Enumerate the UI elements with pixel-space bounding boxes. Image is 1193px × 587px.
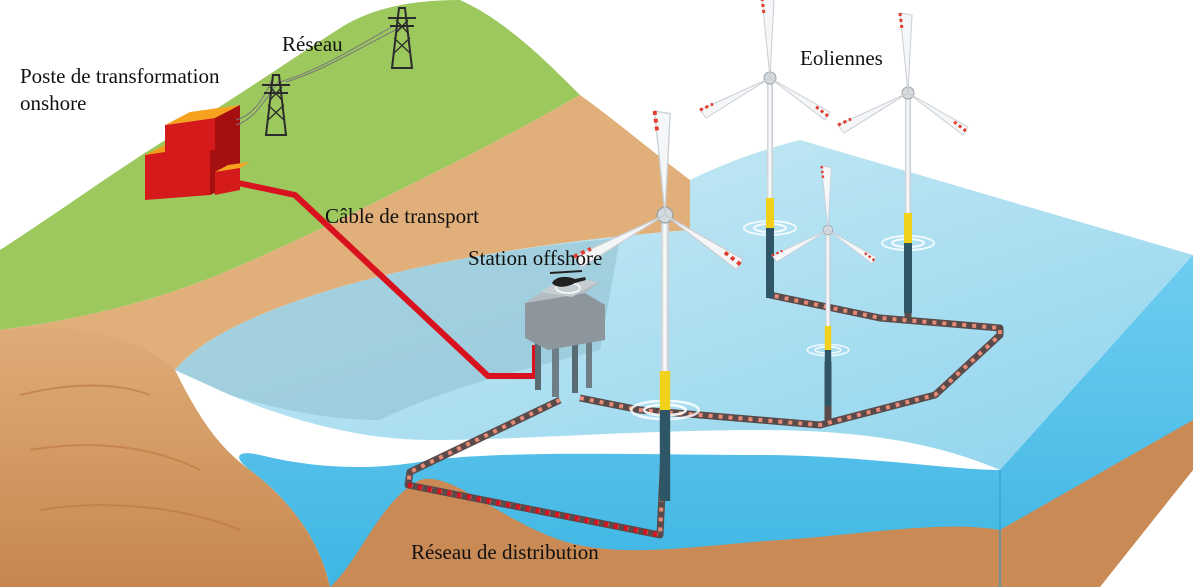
label-onshore: onshore xyxy=(20,91,87,115)
label-reseau-distribution: Réseau de distribution xyxy=(411,540,599,564)
power-grid-lines xyxy=(235,24,406,126)
land-surface xyxy=(0,0,580,330)
label-cable-transport: Câble de transport xyxy=(325,204,479,228)
land-face xyxy=(0,95,690,380)
label-station-offshore: Station offshore xyxy=(468,246,603,270)
seabed xyxy=(330,420,1193,587)
label-poste-transformation: Poste de transformation xyxy=(20,64,220,88)
sea-shadow-region xyxy=(175,238,620,420)
land-block xyxy=(0,0,690,587)
offshore-platform-icon xyxy=(525,277,605,397)
land-cliff xyxy=(0,250,330,587)
helicopter-icon xyxy=(549,270,586,287)
label-eoliennes: Eoliennes xyxy=(800,46,883,70)
label-reseau: Réseau xyxy=(282,32,343,56)
transformer-station-icon xyxy=(145,105,250,200)
